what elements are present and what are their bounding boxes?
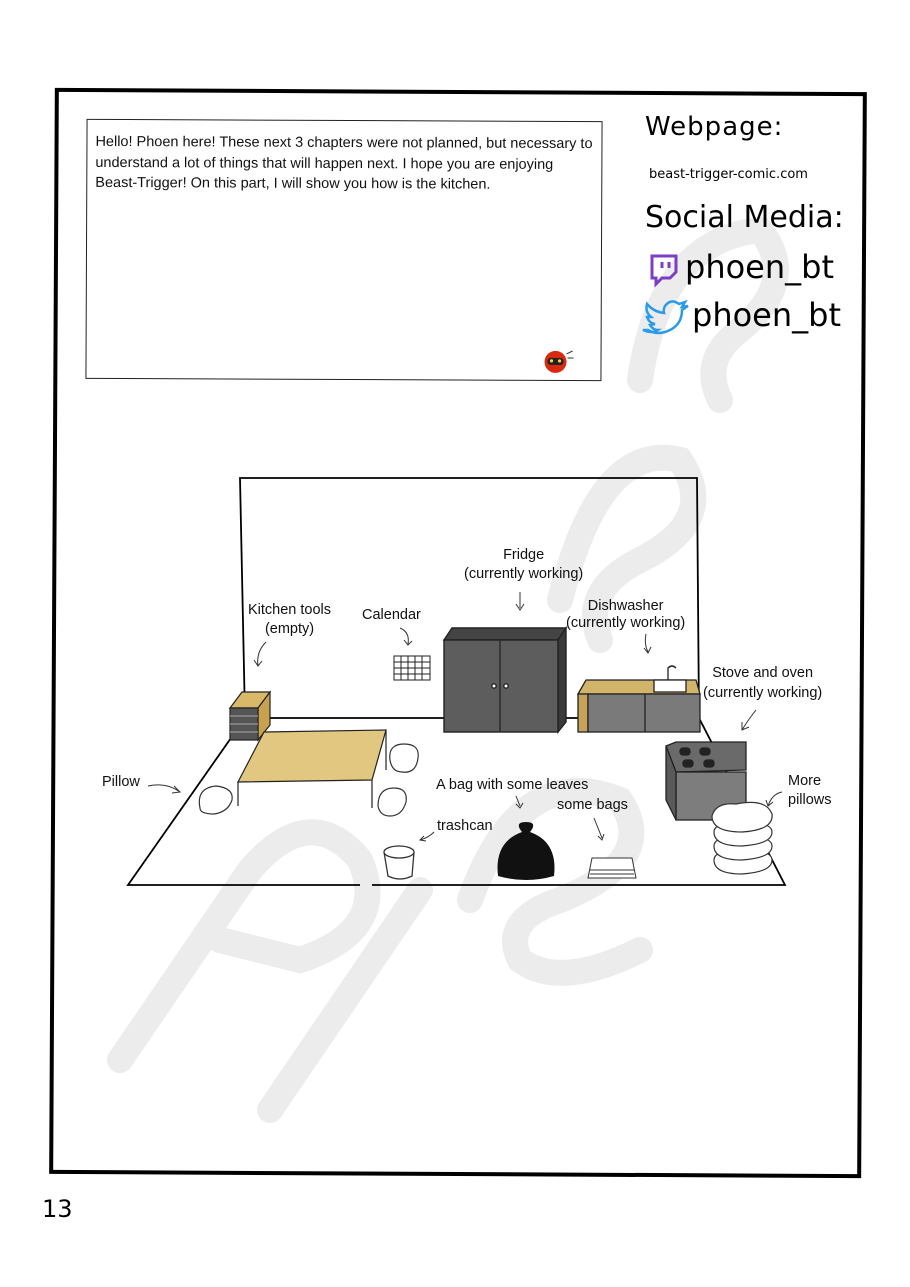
social-media-label: Social Media: bbox=[645, 200, 844, 235]
phoen-mascot-icon bbox=[544, 350, 574, 373]
some-bags-label: some bags bbox=[557, 797, 628, 813]
stove-label-status: (currently working) bbox=[703, 685, 823, 701]
webpage-url-link[interactable]: beast-trigger-comic.com bbox=[649, 167, 808, 182]
fridge-label: Fridge (currently working) bbox=[464, 546, 583, 584]
more-pillows-label-line2: pillows bbox=[788, 792, 832, 808]
pillow-label: Pillow bbox=[102, 774, 140, 790]
kitchen-tools-box bbox=[228, 690, 272, 742]
pillows bbox=[198, 743, 773, 875]
kitchen-tools-label: Kitchen tools (empty) bbox=[248, 601, 331, 639]
table bbox=[237, 729, 387, 808]
calendar-label: Calendar bbox=[362, 607, 421, 623]
dishwasher-counter bbox=[576, 665, 701, 733]
label-arrows bbox=[147, 592, 783, 842]
webpage-label: Webpage: bbox=[645, 112, 784, 142]
fridge-label-name: Fridge bbox=[503, 547, 545, 563]
twitter-handle[interactable]: phoen_bt bbox=[692, 296, 841, 334]
plastic-bags bbox=[587, 857, 637, 879]
more-pillows-label: More pillows bbox=[788, 772, 832, 810]
back-wall bbox=[239, 477, 700, 719]
twitch-handle[interactable]: phoen_bt bbox=[685, 248, 834, 286]
stove-label-name: Stove and oven bbox=[712, 665, 814, 681]
stove-label: Stove and oven (currently working) bbox=[703, 663, 822, 703]
page-number: 13 bbox=[42, 1195, 73, 1223]
dishwasher-label: Dishwasher (currently working) bbox=[566, 598, 685, 632]
calendar-icon bbox=[393, 655, 431, 681]
fridge bbox=[442, 625, 568, 734]
dishwasher-label-status: (currently working) bbox=[566, 615, 686, 631]
leaves-bag-label: A bag with some leaves bbox=[436, 777, 589, 793]
fridge-label-status: (currently working) bbox=[464, 566, 584, 582]
author-note-box: Hello! Phoen here! These next 3 chapters… bbox=[85, 118, 603, 382]
kitchen-tools-label-status: (empty) bbox=[264, 621, 315, 637]
more-pillows-label-line1: More bbox=[788, 773, 822, 789]
leaves-bag bbox=[497, 822, 555, 880]
kitchen-tools-label-name: Kitchen tools bbox=[248, 602, 332, 618]
trashcan-label: trashcan bbox=[437, 818, 493, 834]
dishwasher-label-name: Dishwasher bbox=[587, 598, 664, 614]
trashcan bbox=[383, 845, 415, 880]
